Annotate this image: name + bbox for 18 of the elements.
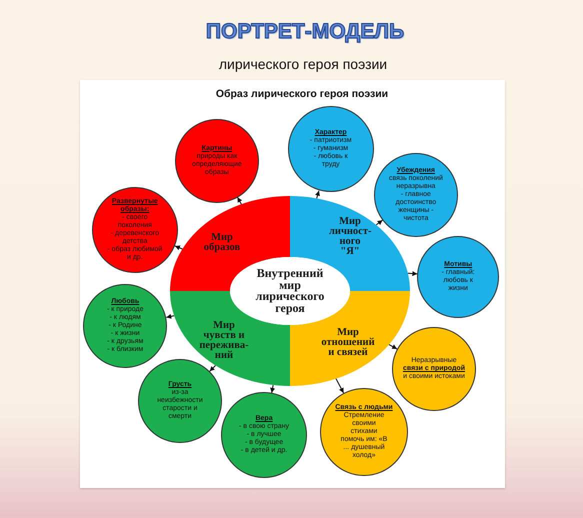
center-label: Внутренний мир лирического героя (254, 268, 326, 314)
segment-label: Мир образов (202, 233, 242, 253)
arrow (376, 220, 384, 226)
arrow (407, 271, 418, 276)
arrow (388, 344, 398, 350)
panel-heading: Образ лирического героя поэзии (216, 88, 388, 100)
arrow (166, 314, 175, 319)
arrow (315, 190, 320, 199)
arrow (237, 196, 242, 205)
segment-label: Мир личност-ного "Я" (329, 217, 371, 257)
arrow (174, 246, 183, 250)
arrow (270, 384, 276, 394)
diagram-title: ПОРТРЕТ-МОДЕЛЬ (206, 20, 404, 44)
arrow (336, 378, 344, 394)
subtitle: лирического героя поэзии (218, 56, 388, 72)
arrow (209, 365, 216, 372)
segment-label: Мир чувств и пережива-ний (198, 321, 250, 361)
segment-label: Мир отношений и связей (320, 328, 376, 358)
